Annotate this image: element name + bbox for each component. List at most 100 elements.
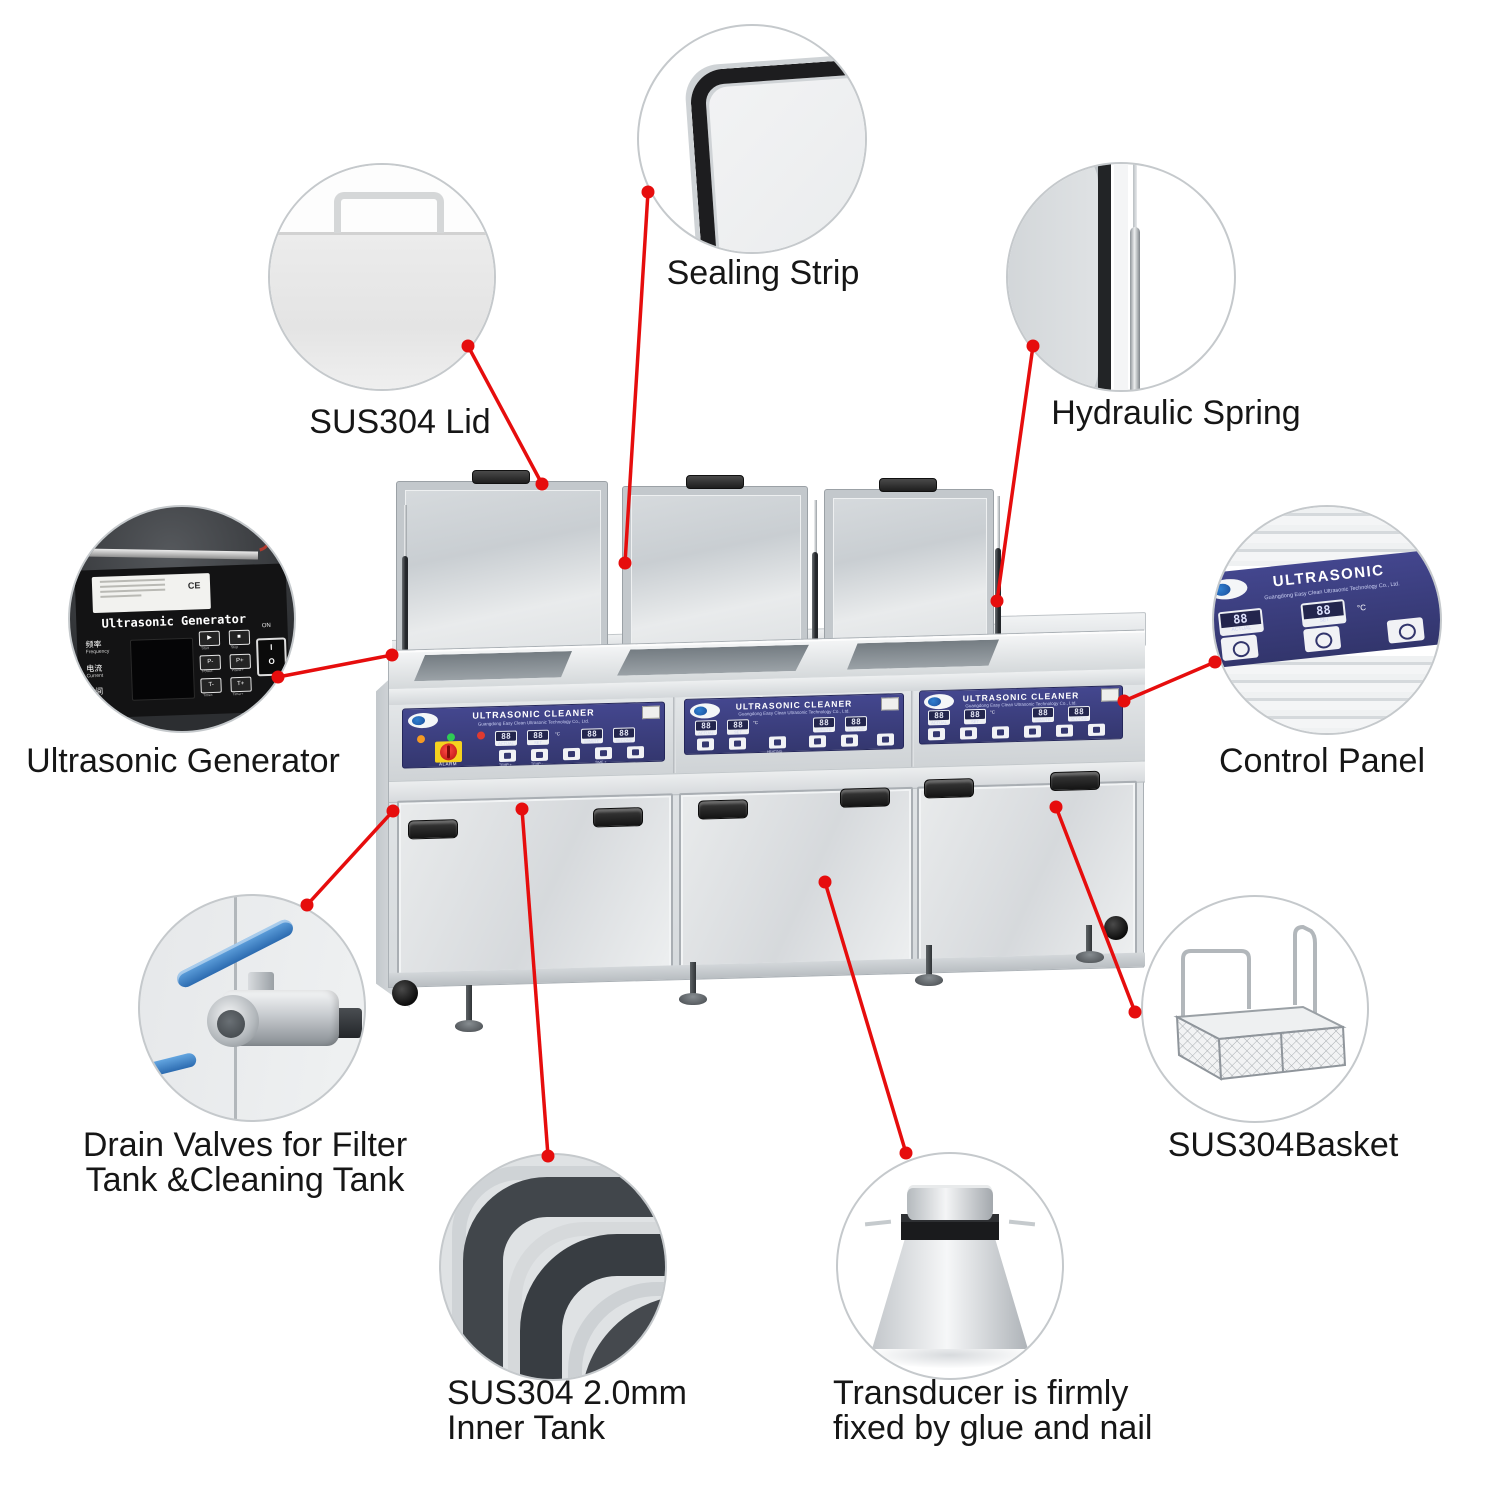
time-plus-button[interactable]: [809, 735, 826, 748]
door-2-handle-right[interactable]: [840, 787, 890, 808]
spring-photo-gap: [1114, 164, 1129, 390]
display-actual: 88 ACTUAL: [1217, 607, 1265, 637]
leveling-foot-pad: [915, 974, 943, 986]
transducer-pin-right: [1008, 1219, 1036, 1227]
temp-plus-button[interactable]: [499, 749, 516, 762]
tank-lid-2-surface: [631, 495, 801, 647]
time-minus-button[interactable]: [1056, 724, 1073, 737]
generator-row-time: 时间 Time: [87, 688, 103, 704]
time-plus-button[interactable]: [1024, 725, 1041, 738]
power-plus-button[interactable]: P+: [228, 653, 251, 670]
power-button[interactable]: [1088, 723, 1105, 737]
ce-mark: CE: [187, 580, 201, 592]
door-2-handle-left[interactable]: [698, 799, 748, 820]
leveling-foot-stem: [926, 945, 932, 979]
cabinet-front: ULTRASONIC CLEANER Guangdong Easy Clean …: [388, 629, 1145, 988]
power-minus-label: Power-: [201, 669, 214, 675]
spring-photo-cylinder: [1130, 227, 1141, 390]
lid-1-handle: [472, 470, 530, 484]
callout-circle-drain-valve: [138, 894, 366, 1122]
temp-minus-button[interactable]: [729, 737, 746, 750]
label-hydraulic-spring: Hydraulic Spring: [1051, 394, 1301, 432]
label-transducer-line1: Transducer is firmly: [833, 1374, 1129, 1412]
cleaner-button[interactable]: [877, 733, 894, 746]
indicator-orange: [417, 734, 425, 744]
indicator-green: [447, 733, 455, 742]
temp-plus-button[interactable]: [697, 738, 714, 751]
display-label: SET: [971, 719, 979, 725]
off-label: OFF: [259, 700, 273, 707]
display-label: ACTUAL: [931, 719, 947, 726]
callout-circle-lid: [268, 163, 496, 391]
label-drain-valves-line1: Drain Valves for Filter: [82, 1126, 408, 1164]
door-3-handle-right[interactable]: [1050, 770, 1100, 792]
heating-label: HEATING: [767, 749, 783, 754]
tank-lid-1: [396, 481, 608, 657]
display-set: 88 SET: [527, 729, 549, 746]
label-drain-valves: Drain Valves for Filter Tank &Cleaning T…: [65, 1126, 425, 1198]
heating-button[interactable]: [992, 726, 1009, 739]
valve-port-hole: [217, 1010, 246, 1039]
display-label: ACTUAL: [498, 740, 514, 747]
stop-button[interactable]: ■: [227, 630, 250, 646]
transducer-pin-left: [864, 1219, 892, 1227]
start-label: Start: [201, 646, 209, 651]
basket-graphic: [1173, 924, 1347, 1081]
display-actual: 88 ACTUAL: [495, 730, 517, 747]
display-label: SECOND: [1070, 716, 1088, 722]
stainless-band-bottom: [1214, 656, 1440, 733]
display-set: 88 SET: [1301, 599, 1348, 628]
callout-circle-hydraulic-spring: [1006, 162, 1236, 392]
tank-opening-1: [414, 651, 572, 681]
time-en: Time: [87, 696, 99, 704]
temp-minus-button[interactable]: [1303, 626, 1343, 654]
time-minus-button[interactable]: [627, 746, 644, 759]
leveling-foot-pad: [679, 993, 707, 1005]
lid-photo-edge: [270, 232, 494, 236]
display-label: SET: [534, 739, 542, 746]
rocker-i: I: [269, 643, 273, 653]
display-minute: 88 MINUTE: [1032, 706, 1054, 723]
emergency-stop-button[interactable]: [435, 740, 462, 763]
hydraulic-strut-rod-1: [404, 505, 407, 563]
door-3-handle-left[interactable]: [924, 778, 974, 799]
power-rocker-switch[interactable]: I O: [255, 637, 287, 677]
display-label: ACTUAL: [698, 730, 714, 736]
time-minus-button[interactable]: [841, 734, 858, 747]
on-label: ON: [261, 623, 271, 630]
power-plus-label: Power+: [231, 668, 244, 674]
timer-minus-button[interactable]: T-: [200, 678, 222, 695]
timer-minus-label: Timer-: [202, 693, 213, 698]
callout-circle-sealing-strip: [637, 24, 867, 254]
panel-2-label-box: [881, 697, 899, 711]
cabinet-divider-1: [673, 697, 676, 774]
temp-plus-button[interactable]: [1220, 635, 1259, 662]
display-label: SECOND: [615, 737, 633, 743]
transducer-top-cylinder: [907, 1185, 993, 1221]
tank-lid-1-surface: [405, 490, 601, 650]
temp-minus-button[interactable]: [960, 727, 977, 740]
lid-photo-background: [270, 165, 494, 235]
display-minute: 88 MINUTE: [813, 716, 835, 733]
hydraulic-strut-rod-3: [997, 496, 1000, 554]
control-panel-photo: ULTRASONIC Guangdong Easy Clean Ultrason…: [1214, 548, 1440, 670]
caster-wheel-left: [392, 980, 418, 1006]
power-minus-button[interactable]: P-: [199, 654, 221, 671]
heating-button[interactable]: [563, 747, 580, 761]
emergency-stop-knob[interactable]: [440, 743, 457, 761]
power-button[interactable]: [1386, 617, 1426, 645]
cabinet-door-3[interactable]: [917, 780, 1137, 963]
display-label: SECOND: [847, 726, 865, 732]
machine-panel-1: ULTRASONIC CLEANER Guangdong Easy Clean …: [402, 701, 665, 769]
temp-minus-button[interactable]: [531, 748, 548, 762]
generator-bracket: [83, 548, 259, 560]
time-plus-button[interactable]: [595, 746, 612, 760]
start-button[interactable]: ▶: [198, 631, 221, 647]
alarm-label: ALARM: [439, 761, 458, 767]
heating-button[interactable]: [769, 736, 786, 749]
temp-plus-button[interactable]: [928, 727, 945, 741]
door-1-handle-right[interactable]: [593, 807, 643, 828]
door-1-handle-left[interactable]: [408, 819, 458, 840]
timer-plus-button[interactable]: T+: [229, 677, 252, 694]
callout-circle-basket: [1141, 895, 1369, 1123]
